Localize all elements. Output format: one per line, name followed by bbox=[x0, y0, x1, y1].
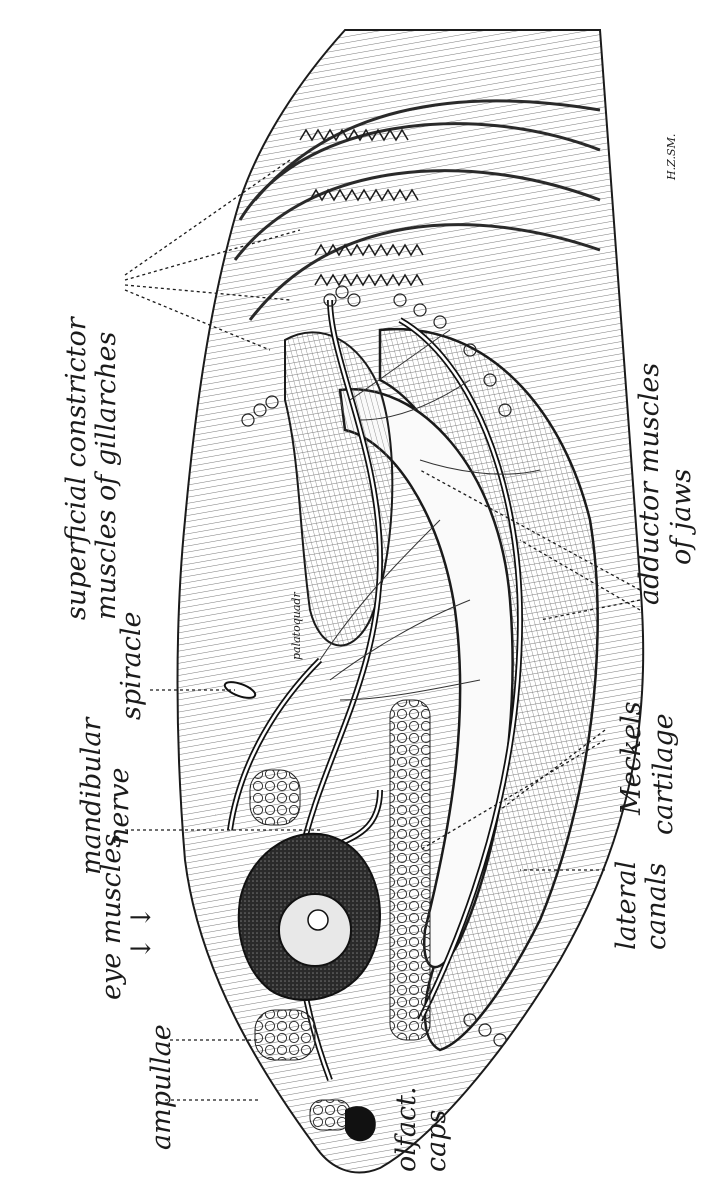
label-spiracle: spiracle bbox=[116, 611, 147, 720]
label-ampullae: ampullae bbox=[146, 1024, 177, 1150]
ampullae-cluster-2 bbox=[250, 770, 300, 825]
signature: H.Z.SM. bbox=[665, 134, 678, 181]
label-eyemuscles: eye muscles bbox=[96, 834, 127, 1000]
ampullae-cluster-1 bbox=[255, 1010, 315, 1060]
ampullae-cluster-3 bbox=[310, 1100, 350, 1130]
label-adductor-2: of jaws bbox=[666, 469, 697, 565]
label-meckels-2: cartilage bbox=[648, 713, 679, 835]
label-meckels-1: Meckels bbox=[616, 701, 647, 816]
label-lateral-2: canals bbox=[641, 863, 672, 950]
label-lateral-1: lateral bbox=[611, 861, 642, 950]
eyemuscle-arrows: ↓ ↓ bbox=[126, 906, 157, 960]
label-constrictor-2: muscles of gillarches bbox=[91, 332, 122, 620]
label-adductor-1: adductor muscles bbox=[634, 363, 665, 605]
ampullae-column bbox=[390, 700, 430, 1040]
label-olfact-1: olfact. bbox=[391, 1086, 422, 1172]
label-olfact-2: caps bbox=[421, 1110, 452, 1172]
label-constrictor-1: superficial constrictor bbox=[61, 315, 92, 620]
label-palatoquadrate: palatoquadr bbox=[290, 592, 303, 660]
label-mandibular-2: nerve bbox=[104, 767, 135, 845]
